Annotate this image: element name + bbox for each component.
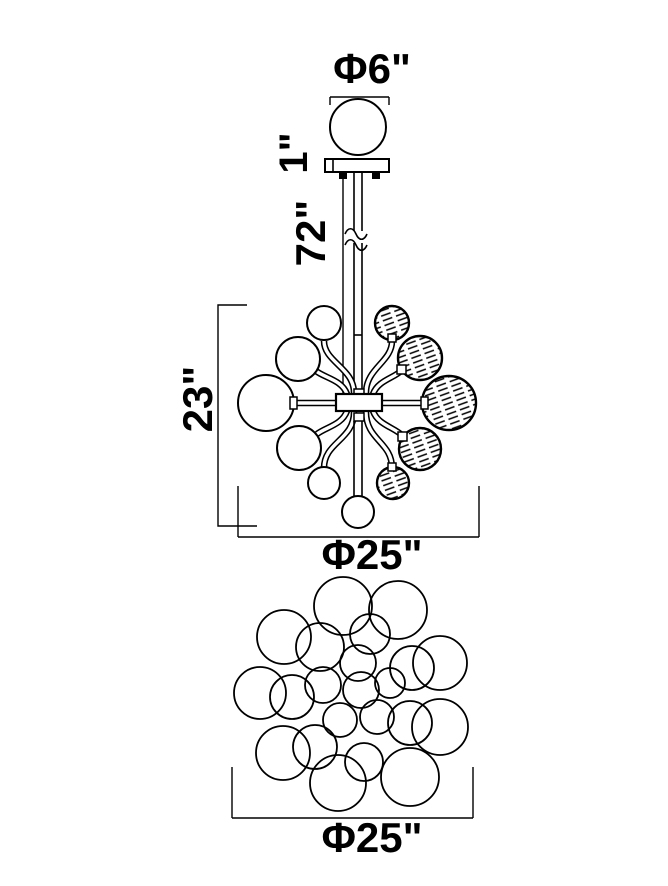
label-body-height: 23"	[174, 366, 221, 433]
hatched-globes-circle	[396, 334, 444, 382]
bottom-circles-circle	[344, 742, 384, 782]
stem-lines	[353, 421, 363, 497]
bottom-circles-circle	[233, 666, 287, 720]
hatched-globes-circle	[397, 426, 443, 472]
bottom-circles-circle	[368, 580, 428, 640]
bottom-circles-circle	[380, 747, 440, 807]
bottom-circles-circle	[322, 702, 358, 738]
bottom-circles-circle	[309, 754, 367, 812]
socket	[387, 462, 397, 472]
bottom-circles-circle	[269, 674, 315, 720]
top-ball	[329, 98, 387, 156]
rod-lines	[353, 172, 363, 394]
plain-globes-circle	[275, 336, 321, 382]
arm	[315, 410, 349, 436]
plain-globes	[237, 305, 375, 529]
bottom-circles-circle	[256, 609, 312, 665]
label-body-diameter: Φ25"	[321, 531, 422, 578]
arm	[314, 369, 349, 395]
stem-collar-bottom	[353, 412, 365, 422]
body-height-dimension: 23"	[174, 304, 257, 527]
bottom-circles-circle	[313, 576, 373, 636]
bottom-circles-circle	[412, 635, 468, 691]
socket-left-arm	[289, 396, 298, 410]
bottom-circles-circle	[342, 671, 380, 709]
socket	[387, 333, 397, 343]
arm	[364, 340, 394, 394]
plain-globes-circle	[306, 305, 342, 341]
plain-globes-circle	[341, 495, 375, 529]
arm	[364, 411, 394, 469]
mount-nut-left	[339, 172, 347, 179]
socket	[396, 364, 407, 375]
bottom-circles-circle	[304, 666, 342, 704]
bottom-circles-circle	[295, 622, 345, 672]
fixture-elevation	[237, 304, 478, 529]
canopy-assembly: Φ6" 1"	[272, 45, 411, 179]
label-canopy-diameter: Φ6"	[333, 45, 411, 92]
bottom-circles-circle	[411, 698, 469, 756]
bottom-circles-circle	[349, 613, 391, 655]
bottom-circles-circle	[387, 700, 433, 746]
hatched-globes-circle	[375, 465, 411, 501]
bottom-view: Φ25"	[231, 576, 474, 861]
label-canopy-height: 1"	[272, 132, 316, 173]
bottom-circles-circle	[389, 645, 435, 691]
plain-globes-circle	[307, 466, 341, 500]
label-rod-length: 72"	[287, 200, 334, 267]
bottom-circles	[233, 576, 469, 812]
socket-right-arm	[420, 396, 429, 410]
bottom-circles-circle	[292, 724, 338, 770]
central-hub	[334, 392, 384, 413]
canopy-diameter-dim-line	[329, 96, 390, 105]
mount-nut-right	[372, 172, 380, 179]
hatched-globes-circle	[420, 374, 478, 432]
arms	[293, 340, 423, 469]
break-symbol	[344, 227, 368, 252]
arm	[322, 340, 356, 394]
plain-globes-circle	[237, 374, 295, 432]
arm	[322, 411, 356, 469]
body-diameter-dimension: Φ25"	[237, 486, 480, 578]
rod-dimension: 72"	[287, 176, 344, 393]
bottom-circles-circle	[255, 725, 311, 781]
socket	[397, 431, 408, 442]
canopy-plate	[324, 158, 390, 173]
hanging-rod	[344, 172, 368, 394]
body-diameter-dim-line	[237, 486, 480, 538]
label-bottom-view-diameter: Φ25"	[321, 814, 422, 861]
hatched-globes	[373, 304, 478, 501]
bottom-circles-circle	[359, 699, 395, 735]
plain-globes-circle	[276, 425, 322, 471]
bottom-circles-circle	[339, 644, 377, 682]
sockets	[289, 333, 429, 472]
bottom-diameter-dim-line	[231, 767, 474, 819]
